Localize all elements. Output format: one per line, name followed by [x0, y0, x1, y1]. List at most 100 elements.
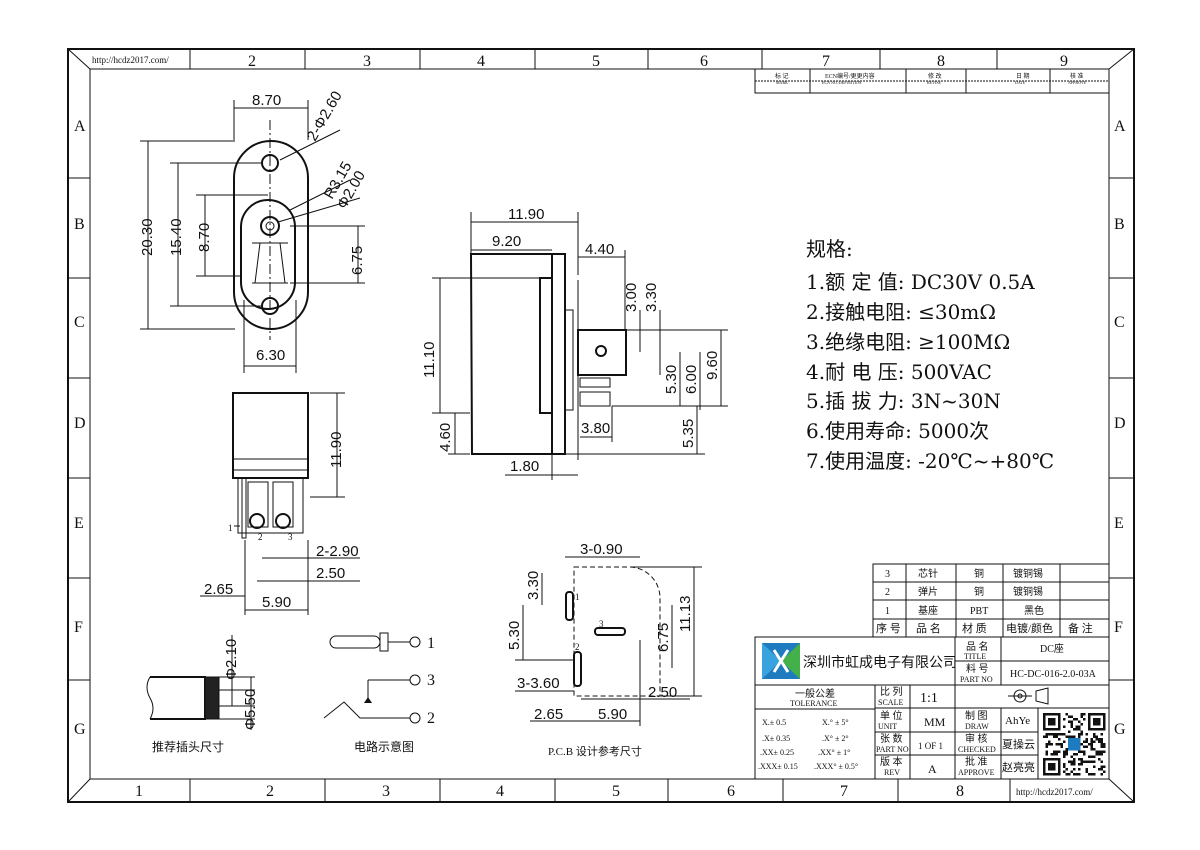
- bv-dim-2-65: 2.65: [204, 581, 233, 598]
- plug-drawing: Φ2.10 Φ5.50 推荐插头尺寸: [146, 635, 259, 754]
- bottom-col-3: 3: [382, 783, 390, 800]
- sv-dim-3-00: 3.00: [623, 283, 640, 312]
- tol-r0-a: X.± 0.5: [762, 718, 786, 727]
- sv-dim-11-90: 11.90: [508, 206, 544, 223]
- spec-item-6: 6.使用寿命: 5000次: [806, 419, 989, 443]
- rev-e3: DATE: [1015, 80, 1026, 85]
- sv-dim-6-00: 6.00: [683, 365, 700, 394]
- top-col-4: 4: [477, 53, 485, 70]
- bom-r1-c0: 2: [885, 587, 890, 598]
- bom-r0-c2: 铜: [974, 568, 984, 580]
- inner-border: [89, 68, 1110, 780]
- part-value: HC-DC-016-2.0-03A: [1010, 669, 1097, 680]
- top-col-7: 7: [822, 53, 830, 70]
- top-col-5: 5: [592, 53, 600, 70]
- row-right-B: B: [1114, 216, 1125, 233]
- sheet-value: 1 OF 1: [918, 741, 943, 751]
- bottom-col-1: 1: [135, 783, 143, 800]
- spec-item-5: 5.插 拔 力: 3N~30N: [806, 389, 1001, 413]
- circuit-pin2: 2: [427, 710, 435, 727]
- unit-label: 单 位: [880, 709, 903, 722]
- circuit-pin1: 1: [427, 635, 435, 652]
- front-view: 8.70 2-Φ2.60 R3.15 Φ2.00 20.30 15.40 8.7…: [139, 88, 369, 373]
- sv-dim-9-20: 9.20: [492, 233, 521, 250]
- pcb-caption: P.C.B 设计参考尺寸: [548, 744, 642, 758]
- unit-value: MM: [924, 715, 946, 729]
- tol-r2-a: .XX± 0.25: [760, 748, 794, 757]
- title-block: 深圳市虹成电子有限公司 品 名 TITLE DC座 料 号 PART NO HC…: [754, 636, 1110, 780]
- spec-item-4: 4.耐 电 压: 500VAC: [806, 360, 992, 384]
- row-right-C: C: [1114, 314, 1125, 331]
- top-col-9: 9: [1060, 53, 1068, 70]
- row-right-F: F: [1114, 619, 1123, 636]
- bom-r2-c0: 1: [885, 606, 890, 617]
- rev-e2: REVISE: [927, 80, 942, 85]
- circuit-pin3: 3: [427, 672, 435, 689]
- bom-r0-c1: 芯针: [918, 567, 938, 580]
- sheet-label: 张 数: [880, 732, 903, 745]
- draw-label: 制 图: [965, 709, 988, 722]
- revision-table: 标 记 ECN编号/更更内容 修 改 日 期 核 准 MARK ECN NO./…: [754, 68, 1110, 94]
- pcb-pin1: 1: [575, 592, 580, 602]
- rev-value: A: [928, 762, 937, 776]
- approve-label: 批 准: [965, 755, 988, 768]
- row-left-C: C: [74, 314, 85, 331]
- bv-pin1: 1: [228, 523, 233, 533]
- bv-dim-2-50: 2.50: [316, 565, 345, 582]
- front-dim-2-phi: 2-Φ2.60: [304, 88, 346, 144]
- rev-e0: MARK: [776, 80, 788, 85]
- bv-dim-2-2-90: 2-2.90: [316, 543, 359, 560]
- tol-label: 一般公差: [795, 687, 835, 700]
- row-right-D: D: [1114, 415, 1126, 432]
- tol-r3-a: .XXX± 0.15: [758, 762, 798, 771]
- bom-h1: 品 名: [916, 621, 941, 635]
- top-col-2: 2: [248, 53, 256, 70]
- bv-dim-11-90: 11.90: [328, 432, 345, 468]
- sv-dim-1-80: 1.80: [510, 458, 539, 475]
- part-label-en: PART NO: [960, 675, 993, 684]
- row-left-B: B: [74, 216, 85, 233]
- pcb-dim-11-13: 11.13: [677, 596, 694, 632]
- bom-r2-c2: PBT: [970, 606, 988, 617]
- front-dim-20-30: 20.30: [139, 218, 156, 256]
- tol-r3-b: .XXX° ± 0.5°: [814, 762, 858, 771]
- row-left-F: F: [74, 619, 83, 636]
- bottom-col-6: 6: [727, 783, 735, 800]
- scale-label-en: SCALE: [878, 698, 903, 707]
- title-value: DC座: [1040, 642, 1064, 655]
- pcb-dim-6-75: 6.75: [655, 623, 672, 652]
- front-dim-15-40: 15.40: [168, 218, 185, 256]
- rev-e4: APPROVE: [1068, 80, 1087, 85]
- outer-border: [67, 48, 1135, 803]
- bom-r0-c0: 3: [885, 569, 890, 580]
- front-dim-8-70: 8.70: [252, 92, 281, 109]
- draw-label-en: DRAW: [965, 722, 989, 731]
- rev-h3: 日 期: [1016, 72, 1030, 80]
- specs-block: 规格: 1.额 定 值: DC30V 0.5A 2.接触电阻: ≤30mΩ 3.…: [806, 237, 1054, 473]
- scale-label: 比 列: [880, 685, 903, 698]
- circuit-diagram: 1 3 2 电路示意图: [323, 632, 435, 754]
- bom-h4: 备 注: [1068, 621, 1093, 635]
- specs-title: 规格:: [806, 237, 853, 261]
- projection-symbol: [1008, 687, 1049, 705]
- rev-h1: ECN编号/更更内容: [825, 72, 875, 80]
- top-col-6: 6: [700, 53, 708, 70]
- bottom-col-8: 8: [956, 783, 964, 800]
- pcb-dim-3-3-60: 3-3.60: [517, 675, 560, 692]
- circuit-caption: 电路示意图: [354, 739, 414, 754]
- pcb-dim-3-30: 3.30: [525, 571, 542, 600]
- row-left-A: A: [74, 118, 86, 135]
- bom-r1-c2: 铜: [974, 586, 984, 598]
- tol-r1-b: .X° ± 2°: [822, 734, 849, 743]
- bv-dim-5-90: 5.90: [262, 594, 291, 611]
- company-name: 深圳市虹成电子有限公司: [803, 654, 957, 671]
- bom-r1-c3: 镀铜锡: [1013, 585, 1043, 598]
- front-dim-6-30: 6.30: [256, 347, 285, 364]
- rev-h4: 核 准: [1070, 72, 1084, 80]
- part-label: 料 号: [966, 662, 989, 675]
- sv-dim-9-60: 9.60: [704, 351, 721, 380]
